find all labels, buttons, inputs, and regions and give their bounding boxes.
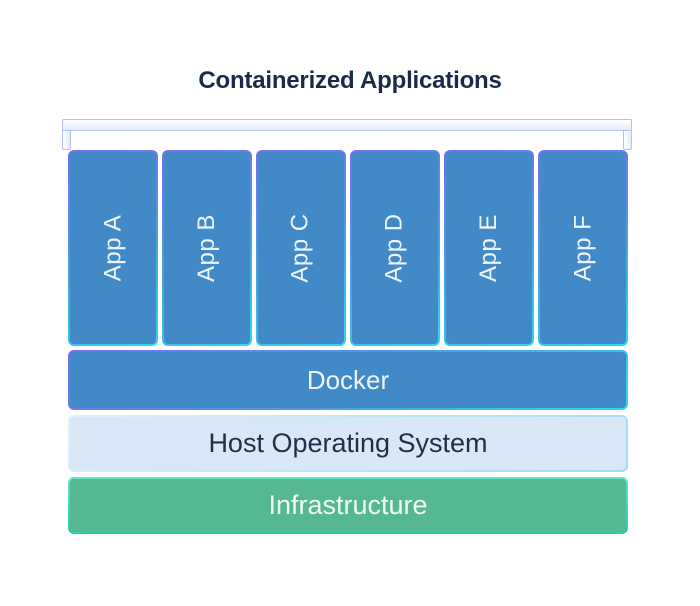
app-box-a-label: App A — [99, 214, 126, 282]
app-box-c-label: App C — [286, 213, 314, 283]
host-os-layer-label: Host Operating System — [208, 428, 488, 458]
app-box-d: App D — [350, 150, 440, 346]
app-box-e-body: App E — [446, 152, 532, 344]
docker-layer-body: Docker — [70, 352, 626, 408]
app-box-b: App B — [162, 150, 252, 346]
infrastructure-layer: Infrastructure — [68, 477, 628, 534]
app-box-f-body: App F — [540, 152, 626, 344]
app-box-e: App E — [444, 150, 534, 346]
app-box-f: App F — [538, 150, 628, 346]
grouping-bracket — [62, 119, 632, 150]
docker-layer: Docker — [68, 350, 628, 410]
app-box-a: App A — [68, 150, 158, 346]
app-box-f-label: App F — [569, 214, 596, 282]
app-box-e-label: App E — [474, 214, 502, 282]
app-box-c: App C — [256, 150, 346, 346]
infrastructure-layer-label: Infrastructure — [268, 490, 428, 520]
app-box-b-body: App B — [164, 152, 250, 344]
host-os-layer-body: Host Operating System — [70, 417, 626, 470]
app-box-c-body: App C — [258, 152, 344, 344]
app-box-d-body: App D — [352, 152, 438, 344]
docker-layer-label: Docker — [306, 364, 390, 395]
app-box-a-body: App A — [70, 152, 156, 344]
bracket-bar — [62, 119, 632, 131]
app-box-b-label: App B — [192, 214, 220, 282]
apps-row: App A App B App C App D App E App F — [68, 150, 628, 346]
diagram-title: Containerized Applications — [198, 67, 502, 94]
app-box-d-label: App D — [380, 213, 408, 283]
infrastructure-layer-body: Infrastructure — [70, 479, 626, 532]
host-os-layer: Host Operating System — [68, 415, 628, 472]
